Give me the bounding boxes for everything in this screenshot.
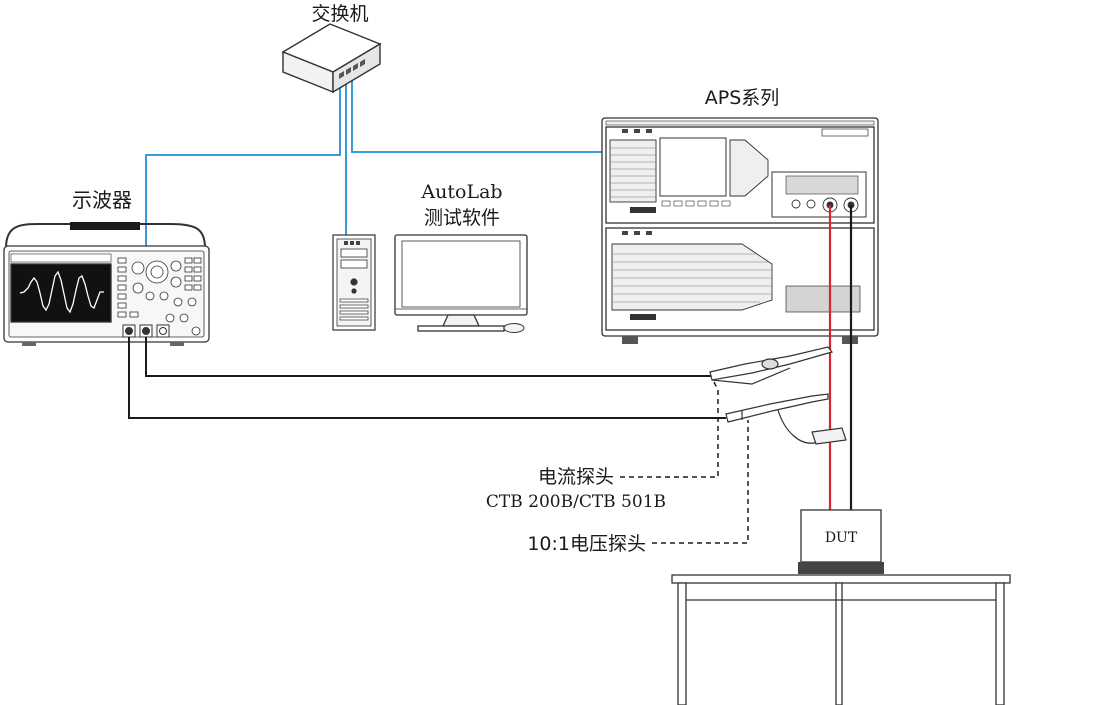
aps-series-label: APS系列 (705, 87, 780, 109)
dut-label: DUT (825, 530, 858, 546)
voltage-probe-leader (652, 420, 749, 544)
dut-box (798, 509, 884, 574)
cable-switch-to-aps (351, 78, 603, 153)
pc-tower (332, 234, 376, 331)
oscilloscope-feet (22, 342, 184, 346)
oscilloscope-screen (10, 263, 112, 323)
aps-power-supply (601, 117, 879, 344)
network-cables (145, 78, 603, 255)
current-probe-cable (145, 337, 712, 377)
current-probe-models: CTB 200B/CTB 501B (486, 492, 666, 512)
aps-upper-unit (605, 126, 875, 224)
mouse-icon (503, 323, 525, 333)
oscilloscope-label: 示波器 (72, 188, 132, 212)
autolab-label-line1: AutoLab (420, 181, 502, 203)
workbench-table (671, 574, 1011, 705)
autolab-label-line2: 测试软件 (424, 207, 500, 229)
voltage-probe-label: 10:1电压探头 (527, 533, 646, 555)
pc-monitor (394, 234, 528, 332)
oscilloscope-input-ports (122, 324, 170, 338)
oscilloscope-handle-grip (70, 222, 140, 230)
aps-lower-unit (605, 227, 875, 331)
switch-label: 交换机 (311, 3, 368, 25)
current-probe-label: 电流探头 (538, 466, 614, 488)
network-switch (281, 23, 382, 94)
oscilloscope (3, 222, 210, 346)
probe-leader-lines (620, 381, 749, 544)
oscilloscope-waveform (19, 270, 104, 314)
oscilloscope-controls (117, 257, 202, 336)
voltage-probe-cable (128, 337, 726, 419)
current-probe-leader (620, 381, 719, 478)
cable-switch-to-oscilloscope (145, 78, 341, 255)
current-probe-clamp (709, 346, 834, 385)
switch-ports (339, 59, 365, 79)
voltage-probe (725, 393, 847, 445)
